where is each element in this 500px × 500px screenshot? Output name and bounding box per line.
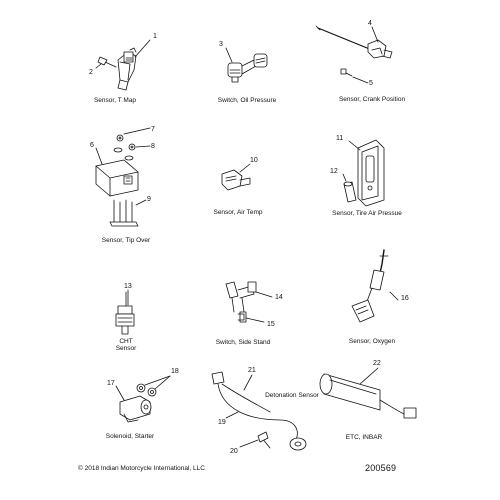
caption-switch-side-stand: Switch, Side Stand <box>215 339 271 346</box>
callout-10: 10 <box>250 157 258 164</box>
callout-9: 9 <box>147 196 151 203</box>
caption-sensor-air-temp: Sensor, Air Temp <box>213 209 263 216</box>
callout-22: 22 <box>373 360 381 367</box>
callout-21: 21 <box>248 367 256 374</box>
callout-1: 1 <box>153 33 157 40</box>
callout-20: 20 <box>230 448 238 455</box>
tire-pressure-sensor-drawing <box>342 139 385 207</box>
cht-sensor-drawing <box>115 289 135 335</box>
callout-4: 4 <box>368 20 372 27</box>
callout-19: 19 <box>218 419 226 426</box>
callout-14: 14 <box>275 294 283 301</box>
caption-sensor-t-map: Sensor, T Map <box>93 97 137 104</box>
callout-11: 11 <box>336 135 344 142</box>
t-map-sensor-drawing <box>95 39 151 91</box>
caption-sensor-tip-over: Sensor, Tip Over <box>101 237 151 244</box>
copyright-notice: © 2018 Indian Motorcycle International, … <box>78 465 205 472</box>
side-stand-switch-drawing <box>225 281 273 323</box>
callout-7: 7 <box>151 126 155 133</box>
callout-16: 16 <box>401 295 409 302</box>
caption-sensor-tire-air-pressure: Sensor, Tire Air Pressue <box>332 210 402 217</box>
caption-sensor-oxygen: Sensor, Oxygen <box>348 338 396 345</box>
document-number: 200569 <box>365 463 397 473</box>
callout-18: 18 <box>171 368 179 375</box>
caption-solenoid-starter: Solenoid, Starter <box>105 433 155 440</box>
callout-15: 15 <box>267 321 275 328</box>
oil-pressure-switch-drawing <box>225 47 268 83</box>
callout-6: 6 <box>90 142 94 149</box>
caption-switch-oil-pressure: Switch, Oil Pressure <box>217 97 277 104</box>
caption-detonation-sensor: Detonation Sensor <box>265 392 319 399</box>
callout-3: 3 <box>219 41 223 48</box>
caption-cht-line-2: Sensor <box>115 345 137 352</box>
callout-13: 13 <box>124 283 132 290</box>
caption-etc-inbar: ETC, INBAR <box>345 434 383 441</box>
detonation-sensor-drawing <box>211 371 307 451</box>
callout-5: 5 <box>369 80 373 87</box>
oxygen-sensor-drawing <box>351 249 399 323</box>
caption-sensor-crank-position: Sensor, Crank Position <box>338 96 406 103</box>
callout-8: 8 <box>151 143 155 150</box>
callout-12: 12 <box>330 168 338 175</box>
callout-2: 2 <box>89 69 93 76</box>
caption-cht-line-1: CHT <box>119 338 133 345</box>
tip-over-sensor-drawing <box>95 127 151 227</box>
air-temp-sensor-drawing <box>221 163 251 191</box>
crank-position-sensor-drawing <box>315 25 393 84</box>
etc-inbar-drawing <box>319 367 417 419</box>
callout-17: 17 <box>107 380 115 387</box>
starter-solenoid-drawing <box>115 375 171 423</box>
